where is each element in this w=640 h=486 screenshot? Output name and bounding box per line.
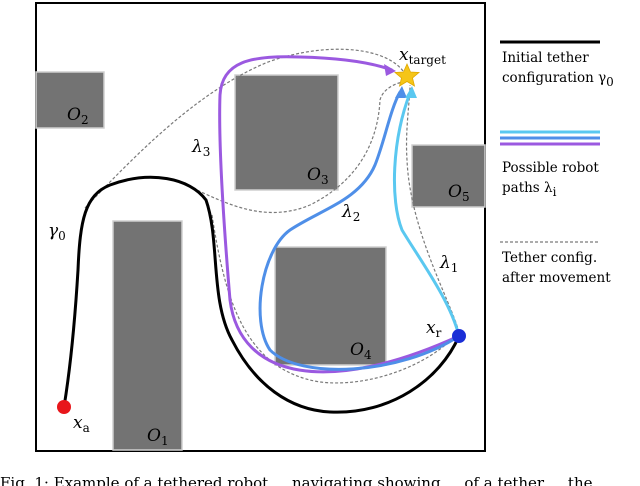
arrowhead-lambda1 bbox=[405, 86, 417, 98]
obstacle-o4 bbox=[274, 246, 387, 366]
label-target: xtarget bbox=[399, 45, 446, 67]
legend: Initial tether configuration γ0 Possible… bbox=[500, 40, 614, 286]
obstacle-o3 bbox=[234, 74, 339, 191]
label-robot: xr bbox=[426, 318, 442, 340]
label-anchor: xa bbox=[73, 413, 90, 435]
tether-after-movement-2 bbox=[164, 81, 406, 214]
obstacle-o1 bbox=[112, 220, 183, 451]
arrowhead-lambda2 bbox=[395, 86, 407, 98]
label-gamma0: γ0 bbox=[48, 221, 66, 243]
legend-tether-after-line1: Tether config. bbox=[502, 250, 597, 266]
tether-after-movement-3 bbox=[211, 214, 460, 384]
arrowhead-lambda3 bbox=[384, 64, 396, 76]
legend-robot-paths-line2: paths λi bbox=[502, 180, 557, 199]
label-lambda3: λ3 bbox=[191, 137, 210, 159]
label-lambda1: λ1 bbox=[439, 253, 458, 275]
figure-caption: Fig. 1: Example of a tethered robot ... … bbox=[0, 474, 593, 486]
legend-initial-tether-line1: Initial tether bbox=[502, 50, 589, 66]
obstacle-o5 bbox=[411, 144, 486, 208]
label-o2: O2 bbox=[67, 105, 89, 127]
target-star-icon bbox=[393, 63, 421, 87]
label-o4: O4 bbox=[350, 340, 372, 362]
label-o5: O5 bbox=[448, 182, 470, 204]
workspace-border bbox=[35, 2, 486, 452]
label-o3: O3 bbox=[307, 165, 329, 187]
label-lambda2: λ2 bbox=[341, 202, 360, 224]
tether-after-movement-4 bbox=[405, 84, 460, 333]
legend-robot-paths-line1: Possible robot bbox=[502, 160, 599, 176]
legend-initial-tether-line2: configuration γ0 bbox=[502, 70, 614, 89]
robot-path-lambda2 bbox=[258, 91, 460, 371]
legend-tether-after-line2: after movement bbox=[502, 270, 611, 286]
robot-path-lambda1 bbox=[392, 92, 461, 337]
robot-point bbox=[452, 329, 466, 343]
label-o1: O1 bbox=[147, 426, 169, 448]
obstacles bbox=[35, 71, 486, 451]
initial-tether-gamma0 bbox=[62, 175, 461, 414]
obstacle-o2 bbox=[35, 71, 105, 129]
robot-path-lambda3 bbox=[218, 55, 460, 374]
anchor-point bbox=[57, 400, 71, 414]
